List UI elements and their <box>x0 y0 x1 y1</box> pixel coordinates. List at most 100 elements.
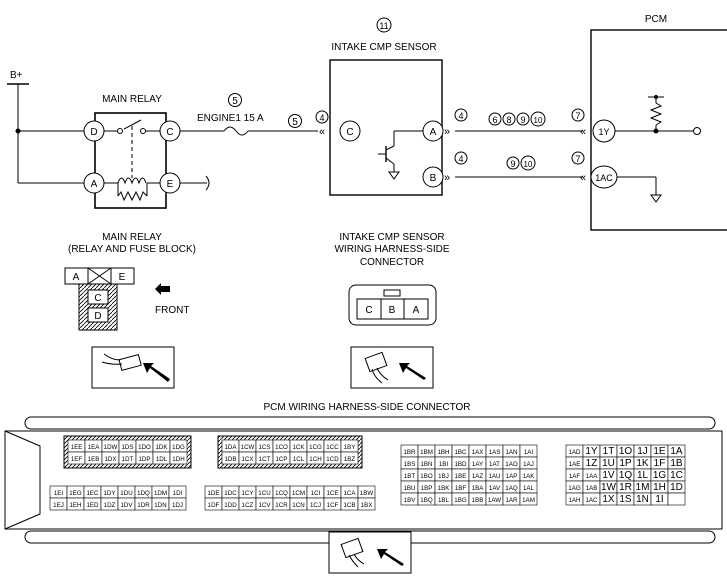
wire-b-ref-1: 9 <box>510 159 515 169</box>
pcm-pin-label: 1BM <box>420 449 433 456</box>
pcm-pin-label: 1AW <box>488 497 501 504</box>
pcm-pin-label: 1AS <box>489 449 501 456</box>
pcm-pin-label: 1DL <box>156 456 168 463</box>
pcm-1y-input-terminal <box>693 127 701 135</box>
pcm-pin-label: 1AX <box>472 449 484 456</box>
pcm-pin-label: 1AH <box>568 497 580 504</box>
pcm-pin-label: 1A <box>670 446 683 457</box>
pcm-pin-label: 1DZ <box>104 502 116 509</box>
pcm-pin-label: 1BS <box>404 461 416 468</box>
pcm-pin-label: 1DY <box>103 490 115 497</box>
pcm-pin-label: 1M <box>636 482 650 493</box>
pcm-pin-label: 1CE <box>326 490 338 497</box>
pcm-pin-label: 1G <box>653 470 667 481</box>
sensor-terminal-b <box>422 166 444 188</box>
pcm-pin-label: 1I <box>655 494 663 505</box>
pcm-1ac-pin-circle <box>571 151 585 165</box>
pcm-pin-label: 1CZ <box>242 502 254 509</box>
pcm-pin-label: 1AM <box>522 497 535 504</box>
pcm-pin-label: 1AC <box>585 497 598 504</box>
pcm-pin-label: 1DS <box>121 444 133 451</box>
pcm-pin-label: 1ED <box>86 502 99 509</box>
pcm-pin-label: 1BG <box>454 497 467 504</box>
pcm-connector-view-icon <box>328 531 412 574</box>
fuse-symbol <box>223 126 249 136</box>
relay-connector-face: A E C D <box>64 267 135 331</box>
pcm-pin-label: 1DR <box>137 502 150 509</box>
pcm-pin-label: 1K <box>636 458 649 469</box>
relay-connector-cell-e: E <box>119 272 126 283</box>
wire-b-ref-group: 9 10 <box>506 155 536 171</box>
pcm-pin-label: 1CF <box>327 502 339 509</box>
relay-switch-blade <box>123 119 142 130</box>
relay-switch-contact-right <box>140 128 146 134</box>
pcm-pin-label: 1AE <box>569 461 581 468</box>
pcm-ground-icon <box>650 194 662 203</box>
pcm-pin-label: 1DF <box>208 502 220 509</box>
relay-connector-view-icon <box>91 346 175 389</box>
pcm-pin-label: 1P <box>619 458 632 469</box>
relay-connector-cell-c: C <box>94 293 101 304</box>
pcm-pin-label: 1DI <box>173 490 183 497</box>
pcm-pin-label: 1D <box>670 482 683 493</box>
pcm-connector-title: PCM WIRING HARNESS-SIDE CONNECTOR <box>263 402 470 413</box>
pcm-pin-label: 1BI <box>439 461 449 468</box>
pcm-pin-label: 1BQ <box>420 497 433 504</box>
pcm-pin-label: 1BN <box>420 461 432 468</box>
pcm-pin-label: 1AI <box>524 449 534 456</box>
pcm-pin-label: 1CL <box>293 456 305 463</box>
pcm-pin-label: 1CX <box>241 456 253 463</box>
pcm-pin-label: 1AU <box>488 473 500 480</box>
pcm-pin-label: 1C <box>670 470 683 481</box>
pcm-pin-label: 1AL <box>523 485 535 492</box>
sensor-a-plug: » <box>444 126 450 138</box>
pcm-pin-label: 1AY <box>472 461 483 468</box>
pcm-pin-cell <box>667 492 686 506</box>
pcm-pin-label: 1BB <box>472 497 484 504</box>
pcm-pin-cell <box>168 497 187 511</box>
pcm-pin-label: 1AP <box>506 473 518 480</box>
sensor-c-pin-circle <box>315 110 329 124</box>
pcm-pin-label: 1BU <box>403 485 415 492</box>
pcm-pin-label: 1L <box>637 470 649 481</box>
relay-terminal-c-label: C <box>166 127 173 138</box>
pcm-pin-label: 1DE <box>207 490 219 497</box>
pcm-pin-label: 1CI <box>311 490 321 497</box>
pcm-pin-label: 1CP <box>275 456 287 463</box>
wire-ref-number: 5 <box>292 117 298 128</box>
pcm-pin-label: 1BF <box>455 485 467 492</box>
pcm-pin-label: 1CU <box>258 490 270 497</box>
pcm-pin-label: 1EE <box>71 444 83 451</box>
pcm-pin-label: 1CB <box>343 502 355 509</box>
pcm-1ac-plug: « <box>580 172 586 184</box>
pcm-pin-label: 1AB <box>586 485 598 492</box>
sensor-terminal-b-label: B <box>430 173 437 184</box>
pcm-pin-label: 1CJ <box>310 502 321 509</box>
pcm-pin-label: 1AT <box>489 461 500 468</box>
pcm-pin-label: 1T <box>603 446 615 457</box>
pcm-pin-cell <box>357 497 376 511</box>
sensor-terminal-c <box>339 120 361 142</box>
relay-resistor-symbol <box>117 190 148 202</box>
pcm-pin-label: 1V <box>602 470 615 481</box>
pcm-pin-label: 1BD <box>454 461 467 468</box>
pcm-pin-label: 1Q <box>619 470 633 481</box>
pcm-pin-label: 1Z <box>586 458 598 469</box>
sensor-a-pin-callout: 4 <box>458 111 463 121</box>
pcm-1ac-pin-callout: 7 <box>575 154 580 164</box>
pcm-pin-label: 1EB <box>88 456 100 463</box>
relay-terminal-e-label: E <box>167 179 174 190</box>
sensor-a-pin-circle <box>454 108 468 122</box>
pcm-pin-label: 1BT <box>404 473 416 480</box>
pcm-pin-cell <box>169 451 188 465</box>
sensor-ground-icon <box>388 171 400 180</box>
relay-connector-caption-2: (RELAY AND FUSE BLOCK) <box>68 244 196 255</box>
pcm-pin-cell <box>340 451 359 465</box>
pcm-pin-label: 1DO <box>138 444 151 451</box>
pcm-pin-label: 1CR <box>275 502 288 509</box>
pcm-pin-label: 1AJ <box>523 461 534 468</box>
wire-a-ref-2: 8 <box>506 115 511 125</box>
sensor-connector-face: C B A <box>348 284 437 326</box>
pcm-pin-label: 1U <box>602 458 615 469</box>
